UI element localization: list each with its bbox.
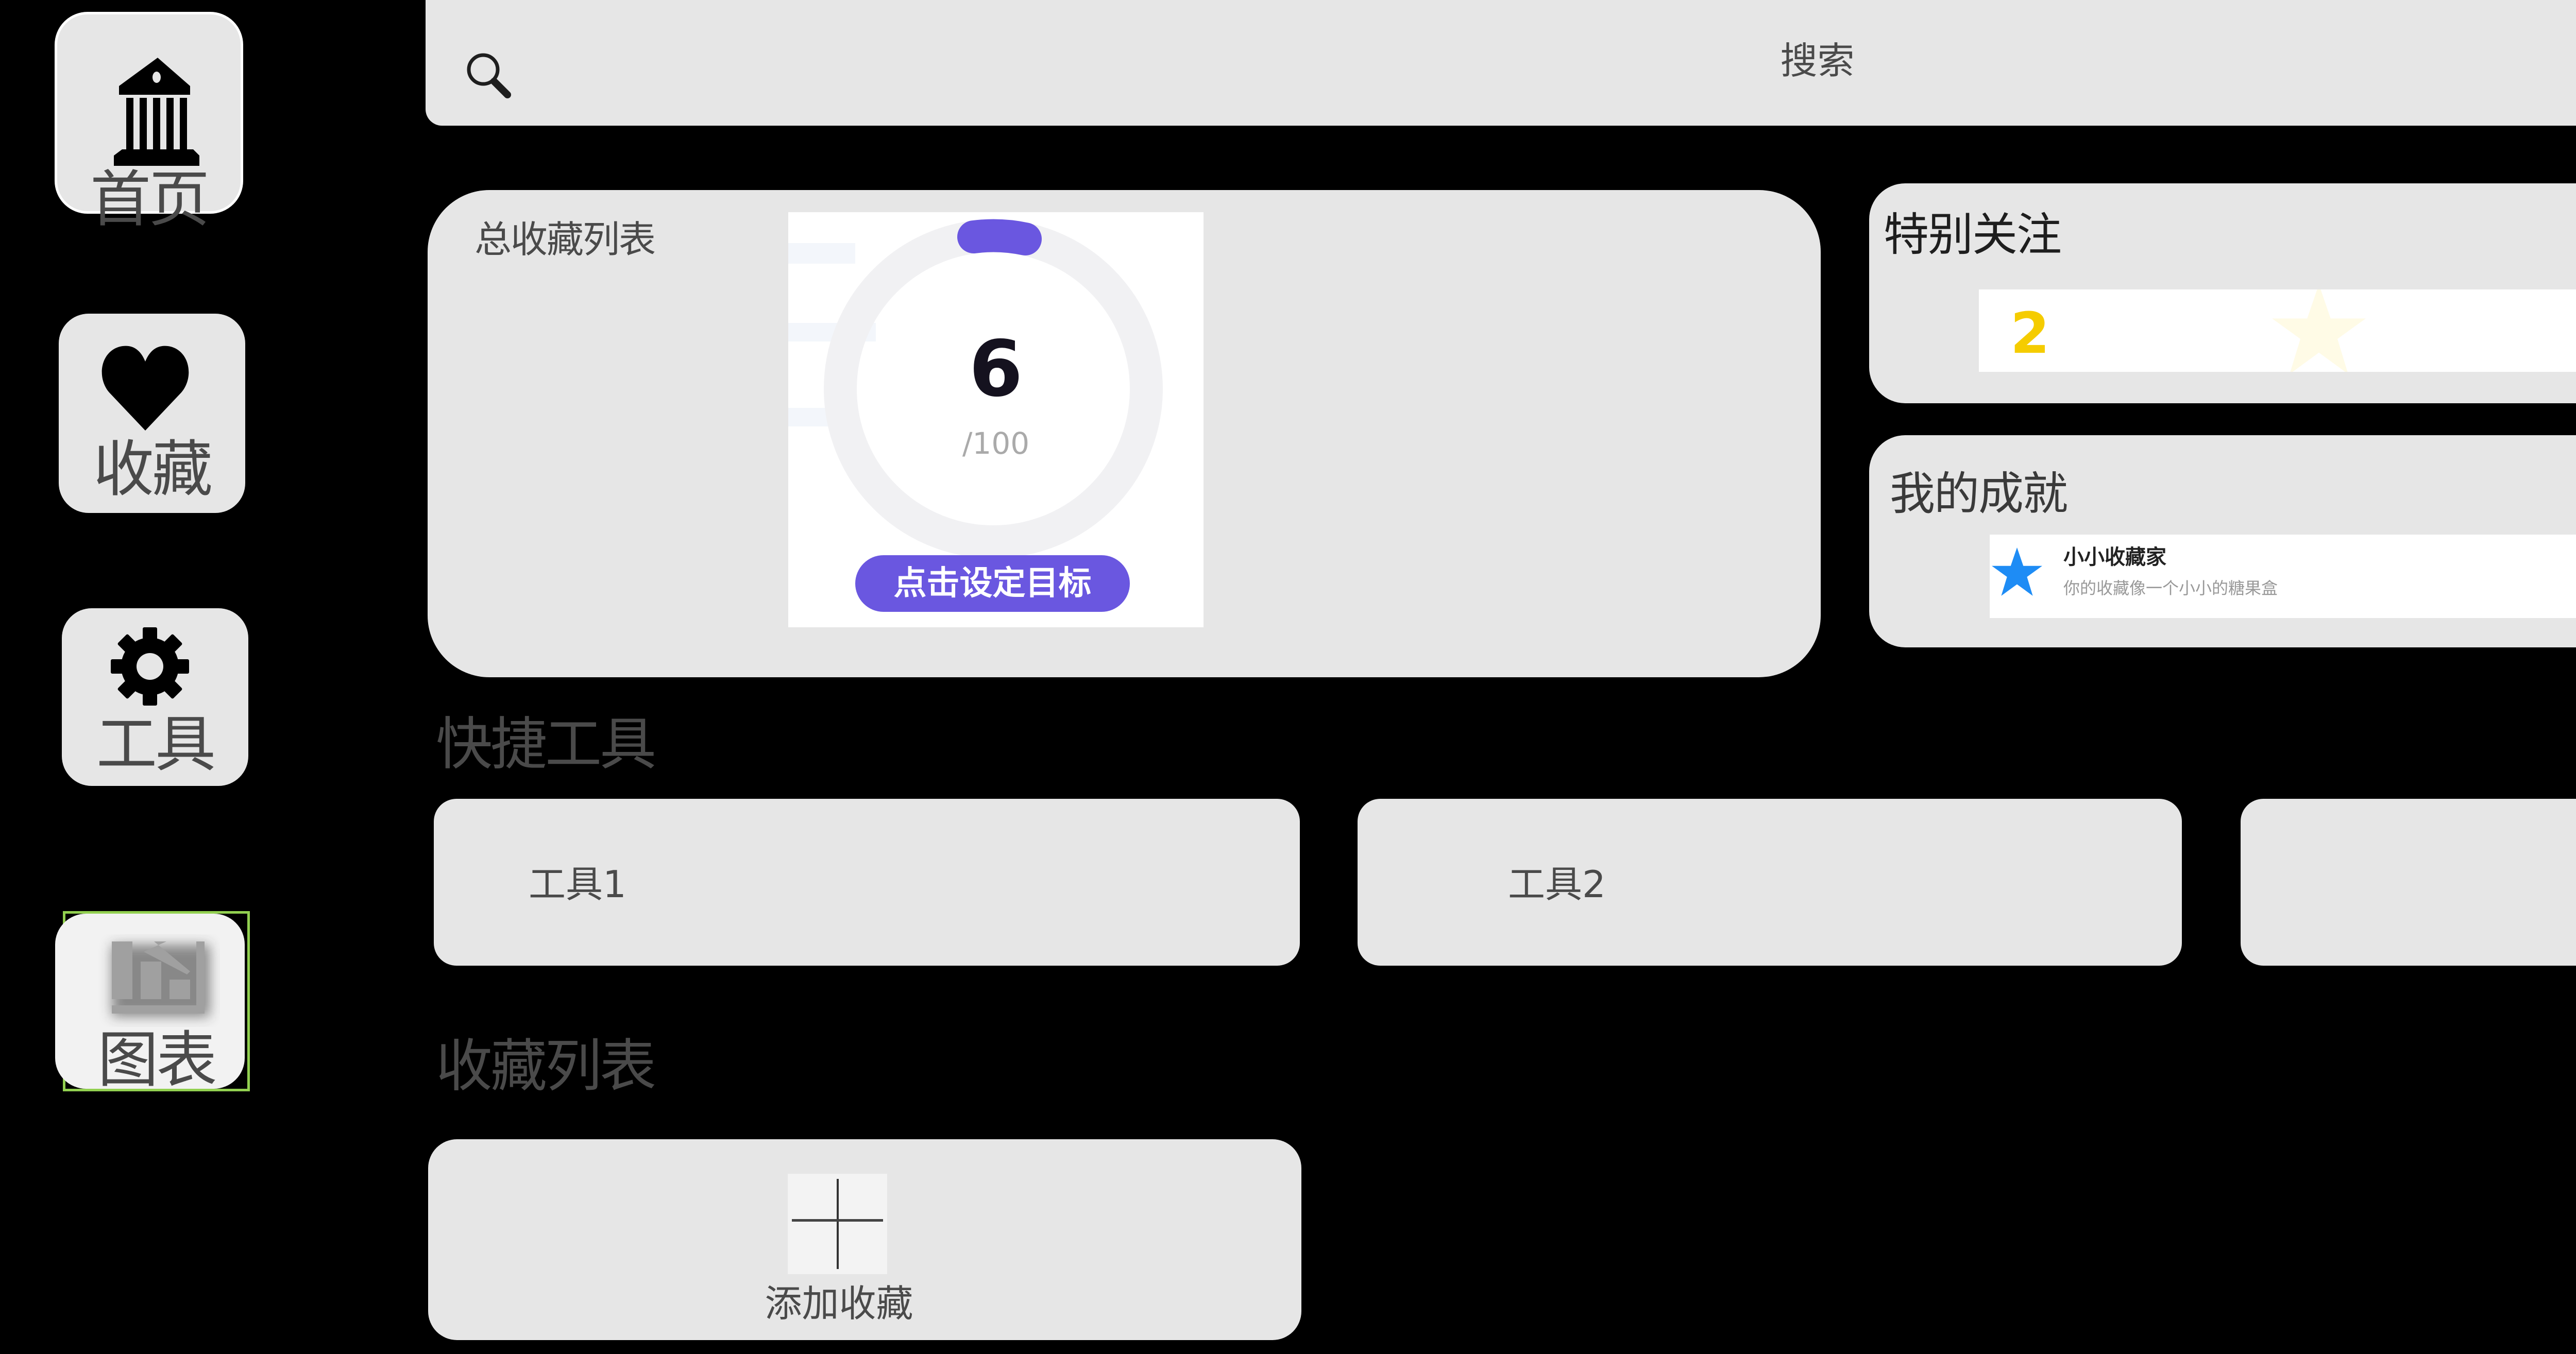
search-bar[interactable]: 搜索	[426, 0, 2576, 126]
bank-building-icon	[114, 58, 199, 166]
collection-list-heading: 收藏列表	[436, 1033, 656, 1099]
card-title: 总收藏列表	[474, 218, 656, 261]
star-watermark-icon	[2272, 289, 2366, 372]
achievement-item[interactable]: 小小收藏家 你的收藏像一个小小的糖果盒	[1990, 535, 2576, 618]
collection-count: 6	[969, 324, 1023, 414]
set-goal-button[interactable]: 点击设定目标	[855, 555, 1130, 612]
heart-icon	[101, 346, 189, 431]
sidebar-item-charts[interactable]: 图表	[55, 911, 250, 1095]
bar-chart-icon	[112, 941, 210, 1017]
star-icon	[1992, 547, 2042, 596]
special-focus-card[interactable]: 特别关注 2	[1869, 183, 2576, 403]
achievements-card[interactable]: 我的成就 小小收藏家 你的收藏像一个小小的糖果盒	[1869, 435, 2576, 647]
add-collection-button[interactable]: 添加收藏	[428, 1139, 1301, 1340]
search-icon[interactable]	[466, 53, 514, 100]
tool-2-button[interactable]: 工具2	[1358, 799, 2182, 966]
sidebar-item-favorites[interactable]: 收藏	[59, 314, 245, 513]
collection-goal-widget: 6 /100 点击设定目标	[788, 212, 1204, 627]
search-input[interactable]: 搜索	[1780, 39, 1855, 82]
collection-goal-total: /100	[962, 426, 1030, 461]
sidebar-item-label: 收藏	[93, 434, 213, 505]
gear-icon	[111, 627, 189, 706]
sidebar-item-label: 图表	[97, 1024, 217, 1095]
plus-icon	[788, 1174, 887, 1274]
card-title: 我的成就	[1890, 467, 2068, 520]
quick-tools-heading: 快捷工具	[436, 711, 656, 777]
achievement-name: 小小收藏家	[2063, 545, 2166, 569]
sidebar-item-tools[interactable]: 工具	[62, 608, 248, 786]
sidebar-item-label: 工具	[96, 709, 216, 780]
tool-1-button[interactable]: 工具1	[434, 799, 1300, 966]
special-focus-count: 2	[2010, 300, 2050, 366]
add-collection-label: 添加收藏	[765, 1282, 913, 1325]
import-export-button[interactable]: 导入导出	[2241, 799, 2576, 966]
tool-label: 工具1	[529, 863, 626, 906]
tool-label: 导入导出	[2241, 866, 2576, 903]
sidebar-item-home[interactable]: 首页	[55, 12, 243, 230]
progress-ring	[788, 219, 1163, 558]
card-title: 特别关注	[1884, 208, 2062, 261]
special-focus-widget[interactable]: 2	[1979, 289, 2576, 372]
sidebar-item-label: 首页	[90, 164, 210, 235]
achievement-description: 你的收藏像一个小小的糖果盒	[2063, 578, 2278, 598]
total-collection-card: 总收藏列表 6 /100 点击设定目标	[428, 190, 1821, 677]
tool-label: 工具2	[1508, 863, 1606, 906]
